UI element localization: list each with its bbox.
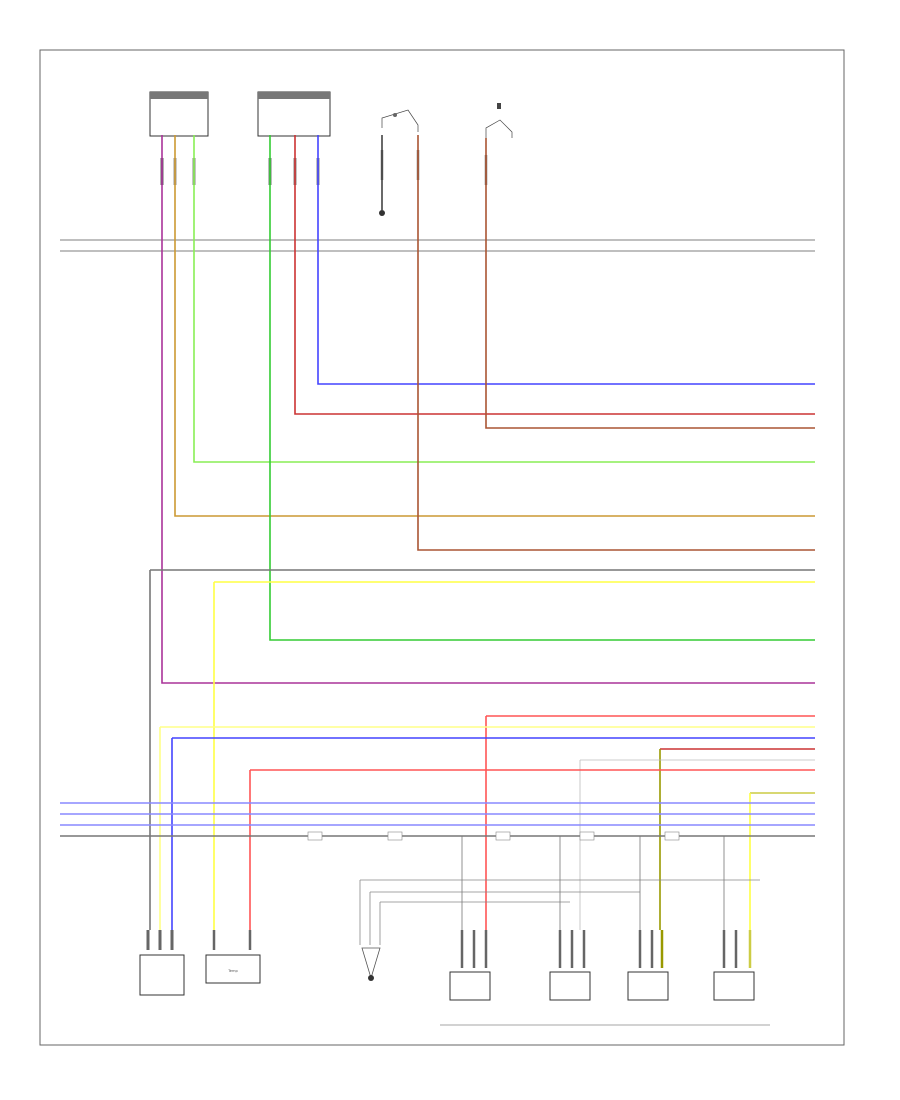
bottom-ground	[361, 947, 381, 981]
injector-1	[449, 930, 491, 1001]
bottom-temp-sensor: Temp	[205, 930, 261, 984]
injector-2	[549, 930, 591, 1001]
injector-3	[627, 930, 669, 1001]
connector-stubs-top	[160, 150, 488, 185]
bus-lines-top	[60, 239, 815, 252]
wires	[60, 135, 815, 945]
bottom-left-sensor	[139, 930, 185, 996]
injector-4	[713, 930, 755, 1001]
splice-markers	[307, 831, 680, 841]
top-right-switch	[485, 103, 513, 138]
top-center-module	[257, 91, 331, 137]
top-left-module	[149, 91, 209, 137]
top-switch	[381, 109, 419, 132]
svg-text:Temp: Temp	[227, 969, 238, 973]
diagram-frame	[39, 49, 845, 1046]
ground-top	[379, 210, 385, 216]
